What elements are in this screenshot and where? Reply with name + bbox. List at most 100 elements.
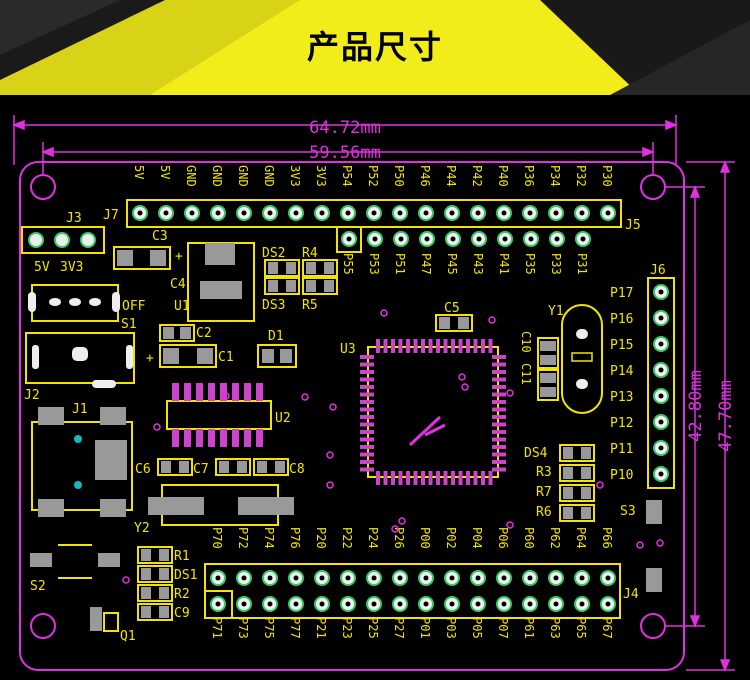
- c10-label: C10: [519, 331, 533, 353]
- pin-label: P22: [340, 527, 354, 549]
- ds2-label: DS2: [262, 246, 285, 261]
- r2-label: R2: [174, 587, 190, 602]
- pin-label: P42: [470, 165, 484, 187]
- pin-label: P35: [523, 253, 537, 275]
- c1-plus: +: [146, 351, 154, 366]
- pin-label: P72: [236, 527, 250, 549]
- pin-label: P67: [600, 617, 614, 639]
- j2-label: J2: [24, 388, 40, 403]
- r4-label: R4: [302, 246, 318, 261]
- c5-capacitor: [435, 314, 473, 332]
- s3-label: S3: [620, 504, 636, 519]
- pin-label: GND: [210, 165, 224, 187]
- r3-label: R3: [536, 465, 552, 480]
- u3-mcu: [360, 339, 506, 485]
- c3-label: C3: [152, 229, 168, 244]
- pin-label: P55: [341, 253, 355, 275]
- s2-label: S2: [30, 579, 46, 594]
- s1-switch: [28, 284, 120, 322]
- pin-label: P54: [340, 165, 354, 187]
- pin-label: P50: [392, 165, 406, 187]
- pin-label: P05: [470, 617, 484, 639]
- j5-label: J5: [625, 218, 641, 233]
- hole-height-dim: 42.80mm: [686, 370, 706, 442]
- pin-label: P02: [444, 527, 458, 549]
- pin-label: P44: [444, 165, 458, 187]
- pin-label: P64: [574, 527, 588, 549]
- pin-label: P00: [418, 527, 432, 549]
- pin-label: P77: [288, 617, 302, 639]
- j4-label: J4: [623, 587, 639, 602]
- c9-label: C9: [174, 606, 190, 621]
- banner-decoration: [0, 0, 750, 95]
- pin-label: P65: [574, 617, 588, 639]
- ds2-r4-ds3-r5: [264, 259, 338, 295]
- pin-label: P36: [522, 165, 536, 187]
- pin-label: 5V: [158, 165, 172, 179]
- pin-label: P43: [471, 253, 485, 275]
- c3-capacitor: [113, 246, 171, 270]
- pin-label: P21: [314, 617, 328, 639]
- pin-label: 3V3: [288, 165, 302, 187]
- r6-label: R6: [536, 505, 552, 520]
- pin-label: P14: [610, 364, 634, 379]
- pin-label: P07: [496, 617, 510, 639]
- d1-diode: [257, 344, 297, 368]
- pin-label: P24: [366, 527, 380, 549]
- r7-label: R7: [536, 485, 552, 500]
- s2-switch: [30, 544, 120, 579]
- pin-label: P45: [445, 253, 459, 275]
- c1-label: C1: [218, 350, 234, 365]
- u2-chip: [166, 383, 272, 447]
- banner-title: 产品尺寸: [306, 28, 443, 66]
- pin-label: P27: [392, 617, 406, 639]
- u1-label: U1: [174, 299, 190, 314]
- 5v-label: 5V: [34, 260, 50, 275]
- pin-label: P73: [236, 617, 250, 639]
- mounting-holes: [30, 174, 666, 639]
- ds3-label: DS3: [262, 298, 285, 313]
- outer-width-dim: 64.72mm: [309, 118, 381, 138]
- j3-connector: [21, 226, 105, 254]
- pin-label: 5V: [132, 165, 146, 179]
- c4-label: C4: [170, 277, 186, 292]
- j4-pin-header: [204, 563, 621, 619]
- pin-label: P47: [419, 253, 433, 275]
- pin-label: P17: [610, 286, 633, 301]
- pin-label: 3V3: [314, 165, 328, 187]
- q1-transistor: [90, 607, 119, 632]
- pin-label: P12: [610, 416, 633, 431]
- y2-crystal: [148, 484, 294, 526]
- j6-pin-header: [647, 277, 675, 489]
- pin-label: P75: [262, 617, 276, 639]
- y1-label: Y1: [548, 304, 564, 319]
- off-label: OFF: [122, 299, 146, 314]
- c4-plus: +: [175, 249, 183, 264]
- pin-label: P01: [418, 617, 432, 639]
- c1-capacitor: [159, 344, 217, 368]
- r1-ds1-r2-c9: [137, 546, 173, 621]
- pin-label: P76: [288, 527, 302, 549]
- pin-label: P15: [610, 338, 633, 353]
- u2-label: U2: [275, 411, 291, 426]
- pin-label: P62: [548, 527, 562, 549]
- pin-label: P71: [210, 617, 224, 639]
- c10-c11: [537, 337, 559, 401]
- pin-label: P20: [314, 527, 328, 549]
- dimension-lines: [11, 115, 735, 673]
- pin-label: P06: [496, 527, 510, 549]
- ds4-r3-r7-r6: [559, 444, 595, 522]
- outer-height-dim: 47.70mm: [716, 380, 736, 452]
- pin-label: GND: [184, 165, 198, 187]
- j1-label: J1: [72, 402, 88, 417]
- pin-label: P30: [600, 165, 614, 187]
- d1-label: D1: [268, 329, 284, 344]
- pin-label: P33: [549, 253, 563, 275]
- 3v3-label: 3V3: [60, 260, 83, 275]
- pin-label: GND: [236, 165, 250, 187]
